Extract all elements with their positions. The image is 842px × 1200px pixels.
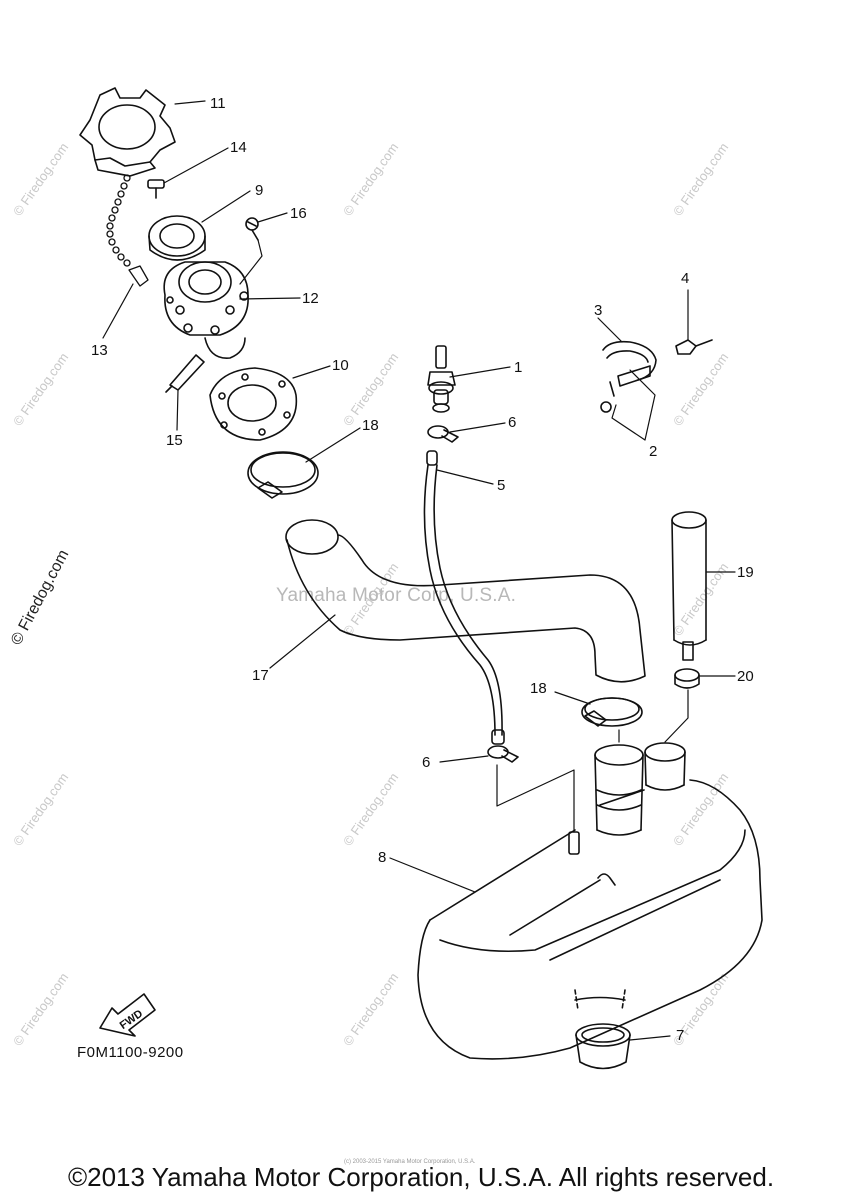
callout-17: 17 [252, 667, 269, 684]
callout-3: 3 [594, 302, 602, 319]
callout-19: 19 [737, 564, 754, 581]
tank-nipple [568, 831, 580, 855]
callout-18-lower: 18 [530, 680, 547, 697]
callout-1: 1 [514, 359, 522, 376]
callout-16: 16 [290, 205, 307, 222]
filler-neck-part [163, 261, 249, 359]
hose-clamp-lower-part [581, 697, 643, 727]
center-watermark: Yamaha Motor Corp, U.S.A. [276, 585, 517, 606]
clip-upper-part [427, 425, 459, 443]
callout-18-upper: 18 [362, 417, 379, 434]
vent-grommet-part [674, 668, 700, 689]
callout-14: 14 [230, 139, 247, 156]
cap-chain-part [106, 174, 149, 287]
tank-vent-neck [644, 742, 686, 791]
tank-filler-neck [594, 744, 644, 836]
callout-4: 4 [681, 270, 689, 287]
band-bracket-part [600, 339, 713, 413]
callout-12: 12 [302, 290, 319, 307]
tapping-screw-part [245, 217, 259, 241]
callout-6-upper: 6 [508, 414, 516, 431]
filler-cap-part [79, 87, 176, 177]
vent-pipe-part [671, 511, 707, 661]
callout-8: 8 [378, 849, 386, 866]
screw-part [147, 179, 165, 199]
tiny-copyright: (c) 2003-2015 Yamaha Motor Corporation, … [344, 1159, 476, 1165]
callout-11: 11 [210, 95, 226, 112]
copyright-footer: ©2013 Yamaha Motor Corporation, U.S.A. A… [67, 1162, 775, 1192]
callout-5: 5 [497, 477, 505, 494]
callout-15: 15 [166, 432, 183, 449]
filler-hose-part [285, 519, 646, 683]
callout-2: 2 [649, 443, 657, 460]
breather-fitting-part [427, 345, 456, 413]
gasket-part [209, 367, 298, 441]
callout-9: 9 [255, 182, 263, 199]
diagram-code: F0M1100-9200 [77, 1044, 184, 1061]
callout-10: 10 [332, 357, 349, 374]
bolt-part [165, 354, 205, 393]
callout-7: 7 [676, 1027, 684, 1044]
callout-6-lower: 6 [422, 754, 430, 771]
callout-20: 20 [737, 668, 754, 685]
fwd-arrow [99, 993, 156, 1037]
clip-lower-part [487, 745, 519, 763]
oil-tank-part [417, 779, 763, 1060]
hose-clamp-upper-part [247, 451, 319, 499]
grommet-part [148, 215, 206, 261]
breather-hose-part [423, 450, 505, 745]
callout-13: 13 [91, 342, 108, 359]
drain-cap-part [575, 1023, 631, 1070]
